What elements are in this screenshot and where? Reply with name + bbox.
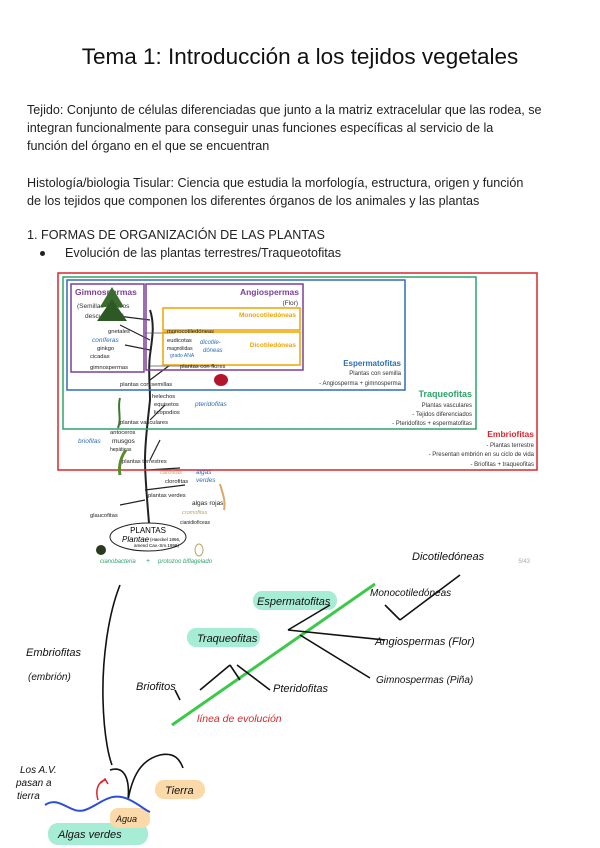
tree-label: grado ANA — [170, 353, 195, 359]
espermatofitas-title: Espermatofitas — [343, 359, 401, 368]
text-line: de los tejidos que componen los diferent… — [27, 194, 480, 208]
hw-traqueofitas: Traqueofitas — [197, 633, 258, 645]
organism-pictures — [96, 287, 228, 557]
tree-label: algas rojas — [192, 500, 224, 507]
hw-los-av-1: Los A.V. — [20, 765, 57, 776]
hw-tierra: Tierra — [165, 785, 194, 797]
tree-label: cromofitas — [182, 510, 208, 516]
tree-label: + — [146, 558, 150, 565]
evolution-line — [171, 582, 376, 727]
dicot-box — [162, 331, 301, 366]
hw-angiospermas: Angiospermas (Flor) — [374, 636, 475, 648]
tree-label: helechos — [152, 394, 175, 400]
traqueofitas-box — [62, 276, 477, 430]
tree-label: protozoo biflagelado — [157, 559, 213, 565]
tree-label: monocotiledóneas — [167, 329, 214, 335]
tree-label: licopodios — [154, 410, 180, 416]
text-line: Histología/biologia Tisular: Ciencia que… — [27, 176, 524, 190]
traqueofitas-l1: Plantas vasculares — [422, 403, 472, 409]
tree-label: gimnospermas — [90, 365, 128, 371]
bullet-item: Evolución de las plantas terrestres/Traq… — [40, 246, 341, 260]
tree-label: antoceros — [110, 430, 136, 436]
traqueofitas-title: Traqueofitas — [418, 389, 472, 399]
hw-embriofitas: Embriofitas — [26, 647, 82, 659]
angiospermas-sub: (Flor) — [282, 300, 298, 307]
tree-label: glaucofitas — [90, 513, 118, 519]
tree-label: eudicotas — [167, 338, 192, 344]
embriofitas-l3: - Briofitas + traqueofitas — [470, 462, 534, 468]
hw-briofitas: Briofitos — [136, 681, 176, 693]
gimnospermas-box — [70, 283, 145, 373]
handwritten-notes: Dicotiledóneas Monocotiledóneas Espermat… — [15, 551, 485, 845]
tree-label: clorofitas — [165, 479, 188, 485]
plantae-label: Plantae — [122, 535, 150, 544]
histologia-definition: Histología/biologia Tisular: Ciencia que… — [27, 174, 572, 210]
hw-espermatofitas: Espermatofitas — [257, 596, 331, 608]
tree-label: carofitas — [160, 470, 182, 476]
espermatofitas-box — [66, 279, 406, 391]
tree-label: cicadas — [90, 354, 110, 360]
traqueofitas-l2: - Tejidos diferenciados — [412, 412, 472, 418]
traqueofitas-l3: - Pteridofitos + espermatofitas — [392, 421, 472, 427]
hw-pteridofitas: Pteridofitas — [273, 683, 329, 695]
tree-label: cianidioficeas — [180, 520, 211, 526]
embriofitas-box — [57, 272, 538, 471]
hw-los-av-3: tierra — [17, 791, 40, 802]
haeckel-label: (Haeckel 1866, — [150, 537, 180, 542]
angiospermas-title: Angiospermas — [240, 287, 299, 297]
hw-dicotiledoneas: Dicotiledóneas — [412, 551, 485, 563]
hw-embrion: (embrión) — [28, 672, 71, 683]
tree-label: dicotile- — [200, 340, 221, 346]
tree-label: ginkgo — [97, 346, 114, 352]
tree-label: plantas verdes — [148, 493, 186, 499]
gimnospermas-title: Gimnospermas — [75, 287, 137, 297]
espermatofitas-l1: Plantas con semilla — [349, 371, 401, 377]
tejido-definition: Tejido: Conjunto de células diferenciada… — [27, 101, 572, 155]
embriofitas-l1: - Plantas terrestre — [486, 443, 534, 449]
tree-label: pteridofitas — [194, 401, 228, 408]
angiospermas-box — [145, 283, 304, 371]
tree-label: briofitas — [78, 438, 102, 445]
cav-smith-label: amend Cav.-Sm.1998) — [134, 543, 179, 548]
tree-label: coníferas — [92, 337, 119, 344]
tree-label: magnólidas — [167, 346, 193, 352]
hw-gimnospermas: Gimnospermas (Piña) — [376, 675, 473, 686]
tree-label: plantas terrestres — [122, 459, 167, 465]
evolution-figure: Gimnospermas (Semillas y ovulos descubie… — [53, 271, 539, 565]
espermatofitas-l2: - Angiosperma + gimnosperma — [319, 381, 402, 387]
text-line: integran funcionalmente para conseguir u… — [27, 121, 494, 135]
hw-algas-verdes: Algas verdes — [57, 829, 122, 841]
tree-label: algas — [196, 469, 212, 476]
tree-label: plantas con semillas — [120, 382, 172, 388]
hw-los-av-2: pasan a — [15, 778, 52, 789]
tree-label: plantas con flores — [180, 364, 226, 370]
bullet-dot — [40, 251, 45, 257]
tree-label: cianobacteria — [100, 559, 136, 565]
tree-label: gnetales — [108, 329, 130, 335]
dicot-title: Dicotiledóneas — [250, 342, 297, 349]
bullet-text: Evolución de las plantas terrestres/Traq… — [65, 246, 342, 260]
tree-label: verdes — [196, 477, 216, 484]
tree-label: dóneas — [203, 348, 223, 354]
tree-label: hepáticas — [110, 447, 132, 453]
tree-label: equisetos — [154, 402, 179, 408]
page-number: 5/43 — [518, 559, 530, 565]
text-line: Tejido: Conjunto de células diferenciada… — [27, 103, 542, 117]
tree-label: plantas vasculares — [120, 420, 168, 426]
monocot-title: Monocotiledóneas — [239, 312, 296, 319]
embriofitas-l2: - Presentan embrión en su ciclo de vida — [429, 452, 535, 458]
hw-monocotiledoneas: Monocotiledóneas — [370, 588, 451, 599]
embriofitas-title: Embriofitas — [487, 429, 534, 439]
hw-linea-evolucion: línea de evolución — [197, 713, 282, 725]
plantas-label: PLANTAS — [130, 526, 166, 535]
monocot-box — [162, 307, 301, 331]
tree-label: musgos — [112, 438, 136, 445]
hw-agua: Agua — [115, 814, 137, 824]
section-heading: 1. FORMAS DE ORGANIZACIÓN DE LAS PLANTAS — [27, 228, 325, 242]
page-title: Tema 1: Introducción a los tejidos veget… — [81, 44, 519, 69]
text-line: función del órgano en el que se encuentr… — [27, 139, 270, 153]
